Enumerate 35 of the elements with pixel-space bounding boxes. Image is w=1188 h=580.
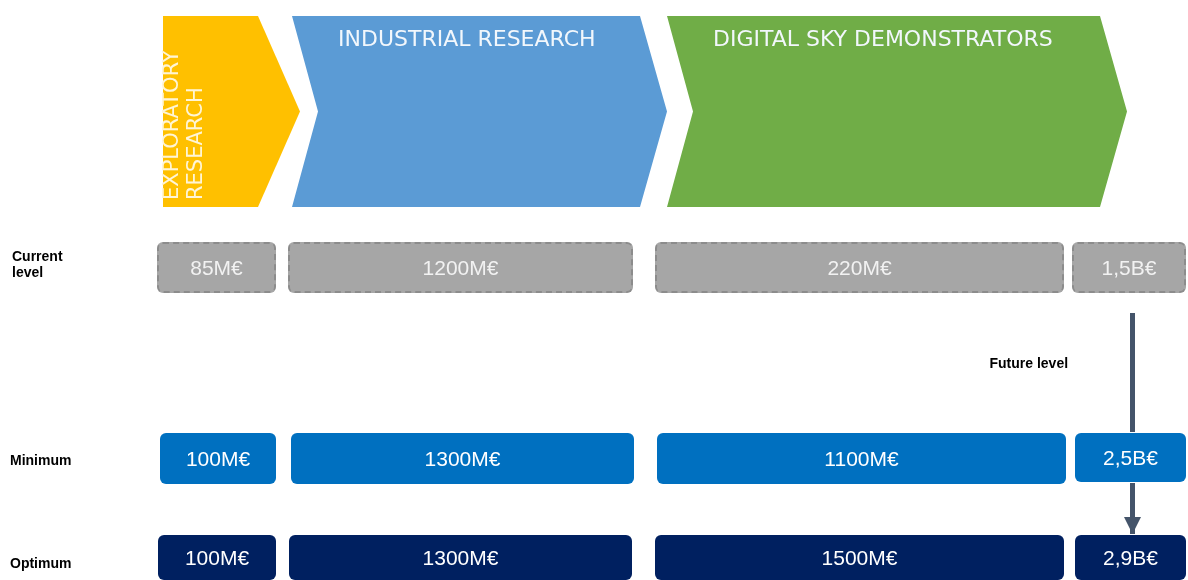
minimum-level-box	[1075, 433, 1186, 482]
optimum-level-box	[655, 535, 1064, 580]
amount-text: 1300M€	[422, 545, 499, 570]
current-level-box	[288, 242, 633, 293]
row-label: Minimum	[10, 452, 73, 468]
phase-banner	[667, 16, 1127, 207]
phase-title: INDUSTRIAL RESEARCH	[338, 26, 596, 51]
phase-title: DIGITAL SKY DEMONSTRATORS	[713, 26, 1053, 51]
current-level-box	[157, 242, 276, 293]
phase-banner	[163, 16, 300, 207]
row-label: Optimum	[10, 555, 73, 571]
amount-text: 1200M€	[422, 255, 499, 280]
amount-text: 1,5B€	[1101, 255, 1157, 280]
current-level-box	[655, 242, 1064, 293]
optimum-level-box	[158, 535, 276, 580]
amount-text: 1500M€	[821, 545, 898, 570]
amount-text: 1300M€	[424, 446, 501, 471]
minimum-level-box	[291, 433, 634, 484]
amount-text: 100M€	[184, 545, 250, 570]
row-label: Current level	[12, 248, 64, 280]
amount-text: 1100M€	[824, 446, 899, 471]
amount-text: 220M€	[827, 255, 892, 280]
amount-text: 2,5B€	[1103, 445, 1158, 470]
current-level-box	[1072, 242, 1186, 293]
amount-text: 2,9B€	[1103, 545, 1158, 570]
amount-text: 100M€	[185, 446, 251, 471]
amount-text: 85M€	[190, 255, 243, 280]
optimum-level-box	[289, 535, 632, 580]
minimum-level-box	[657, 433, 1066, 484]
optimum-level-box	[1075, 535, 1186, 580]
edge-label: Future level	[989, 355, 1069, 371]
phase-title: EXPLORATORY RESEARCH	[159, 49, 207, 200]
minimum-level-box	[160, 433, 276, 484]
arrow	[1123, 483, 1142, 534]
phase-banner	[292, 16, 667, 207]
